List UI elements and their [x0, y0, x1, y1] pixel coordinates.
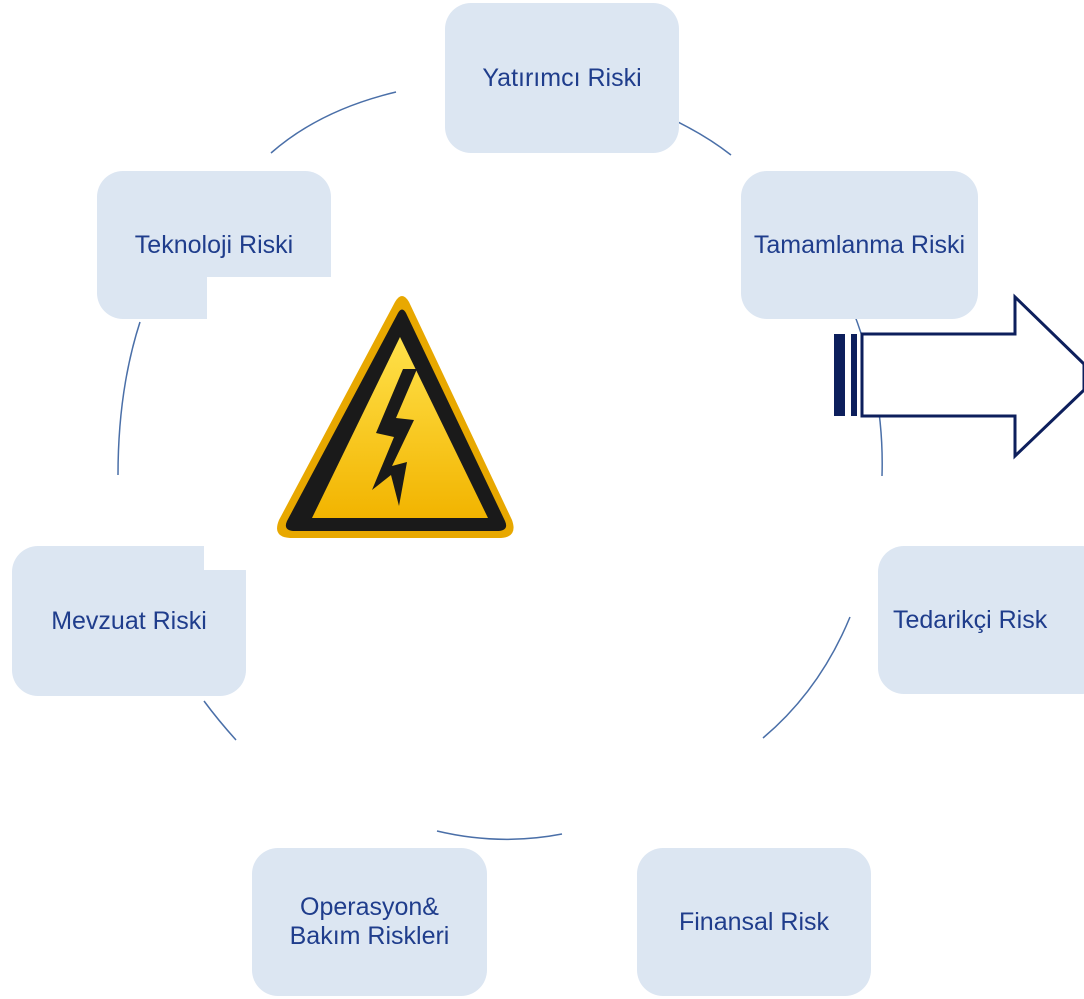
node-completion-risk: Tamamlanma Riski: [741, 171, 978, 319]
node-financial-risk: Finansal Risk: [637, 848, 871, 996]
node-operation-maintenance-risk: Operasyon& Bakım Riskleri: [252, 848, 487, 996]
node-investor-risk: Yatırımcı Riski: [445, 3, 679, 153]
node-regulation-risk: Mevzuat Riski: [12, 546, 246, 696]
connector-financial-operation: [436, 830, 563, 841]
connector-regulation-technology: [117, 321, 141, 476]
connector-technology-investor: [270, 91, 397, 154]
regulation-node-notch: [204, 540, 250, 570]
connector-operation-regulation: [203, 700, 237, 741]
connector-supplier-financial: [762, 616, 851, 739]
node-supplier-risk: Tedarikçi Risk: [878, 546, 1084, 694]
technology-node-notch: [207, 277, 337, 323]
